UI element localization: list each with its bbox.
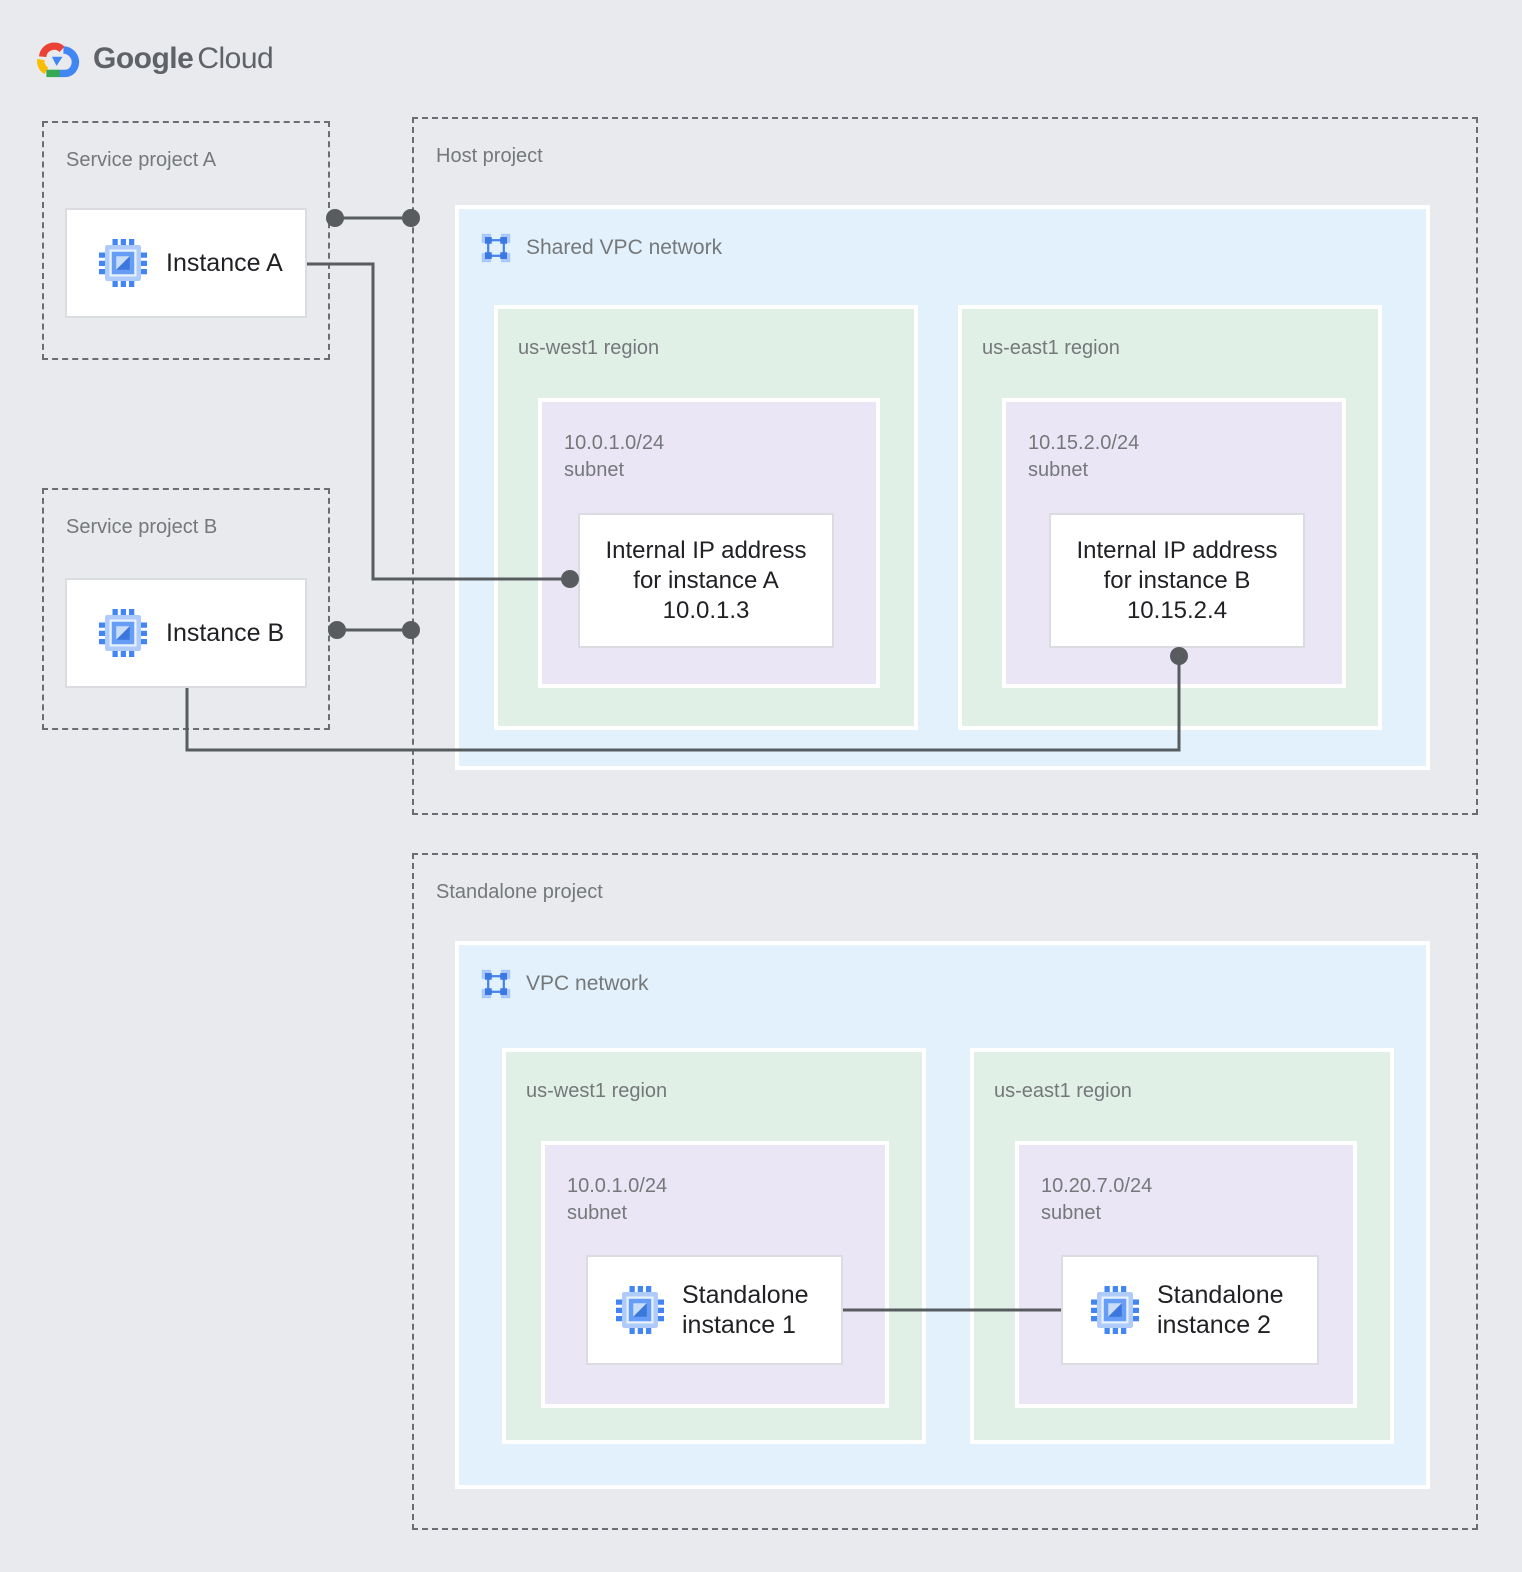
host-us-east1-region-label: us-east1 region <box>982 337 1120 359</box>
instance-b-label: Instance B <box>166 618 285 647</box>
compute-engine-icon <box>616 1286 664 1334</box>
vpc-network-icon <box>479 231 513 265</box>
internal-ip-instance-b-card: Internal IP address for instance B 10.15… <box>1049 513 1305 648</box>
standalone-east-subnet-word: subnet <box>1041 1202 1102 1224</box>
standalone-project-label: Standalone project <box>436 881 603 903</box>
standalone-instance-1-card: Standalone instance 1 <box>586 1255 843 1365</box>
standalone-instance-2-line1: Standalone <box>1157 1281 1284 1309</box>
connector-dot <box>328 621 346 639</box>
instance-a-label: Instance A <box>166 248 283 277</box>
host-west-subnet-label: 10.0.1.0/24 subnet <box>564 430 664 484</box>
host-east-subnet-word: subnet <box>1028 459 1089 481</box>
host-us-east1-region-zone: us-east1 region 10.15.2.0/24 subnet Inte… <box>958 305 1382 730</box>
instance-b-card: Instance B <box>65 578 307 688</box>
standalone-east-subnet-cidr: 10.20.7.0/24 <box>1041 1175 1153 1197</box>
compute-engine-icon <box>1091 1286 1139 1334</box>
standalone-west-subnet-zone: 10.0.1.0/24 subnet Standalone instance 1 <box>541 1141 889 1408</box>
host-east-subnet-zone: 10.15.2.0/24 subnet Internal IP address … <box>1002 398 1346 688</box>
logo-google-word: Google <box>93 42 194 75</box>
ip-a-line2: for instance A <box>633 566 779 594</box>
standalone-instance-2-line2: instance 2 <box>1157 1311 1271 1339</box>
ip-b-line1: Internal IP address <box>1076 536 1278 564</box>
standalone-west-subnet-label: 10.0.1.0/24 subnet <box>567 1173 667 1227</box>
ip-b-line2: for instance B <box>1103 566 1251 594</box>
host-us-west1-region-zone: us-west1 region 10.0.1.0/24 subnet Inter… <box>494 305 918 730</box>
vpc-network-header: VPC network <box>479 967 649 1001</box>
standalone-us-east1-region-zone: us-east1 region 10.20.7.0/24 subnet Stan… <box>970 1048 1394 1444</box>
standalone-us-west1-region-zone: us-west1 region 10.0.1.0/24 subnet Stand… <box>502 1048 926 1444</box>
host-west-subnet-word: subnet <box>564 459 625 481</box>
standalone-west-subnet-cidr: 10.0.1.0/24 <box>567 1175 668 1197</box>
standalone-us-east1-region-label: us-east1 region <box>994 1080 1132 1102</box>
standalone-instance-2-card: Standalone instance 2 <box>1061 1255 1319 1365</box>
standalone-instance-2-label: Standalone instance 2 <box>1157 1280 1284 1340</box>
google-cloud-logo-icon <box>33 40 81 78</box>
shared-vpc-network-zone: Shared VPC network us-west1 region 10.0.… <box>455 205 1430 770</box>
service-project-b-label: Service project B <box>66 516 218 538</box>
host-project-label: Host project <box>436 145 543 167</box>
compute-engine-icon <box>99 239 147 287</box>
ip-a-line1: Internal IP address <box>605 536 807 564</box>
host-east-subnet-cidr: 10.15.2.0/24 <box>1028 432 1140 454</box>
vpc-network-icon <box>479 967 513 1001</box>
host-us-west1-region-label: us-west1 region <box>518 337 660 359</box>
instance-a-card: Instance A <box>65 208 307 318</box>
standalone-instance-1-line1: Standalone <box>682 1281 809 1309</box>
host-east-subnet-label: 10.15.2.0/24 subnet <box>1028 430 1139 484</box>
standalone-us-west1-region-label: us-west1 region <box>526 1080 668 1102</box>
standalone-east-subnet-label: 10.20.7.0/24 subnet <box>1041 1173 1152 1227</box>
logo-cloud-word: Cloud <box>197 42 274 75</box>
standalone-east-subnet-zone: 10.20.7.0/24 subnet Standalone instance … <box>1015 1141 1357 1408</box>
shared-vpc-network-header: Shared VPC network <box>479 231 722 265</box>
service-project-a-box: Service project A <box>42 121 330 360</box>
host-west-subnet-zone: 10.0.1.0/24 subnet Internal IP address f… <box>538 398 880 688</box>
standalone-instance-1-line2: instance 1 <box>682 1311 796 1339</box>
internal-ip-instance-a-card: Internal IP address for instance A 10.0.… <box>578 513 834 648</box>
service-project-a-label: Service project A <box>66 149 217 171</box>
standalone-project-box: Standalone project <box>412 853 1478 1530</box>
vpc-network-label: VPC network <box>526 972 649 995</box>
shared-vpc-network-label: Shared VPC network <box>526 236 723 259</box>
vpc-network-zone: VPC network us-west1 region 10.0.1.0/24 … <box>455 941 1430 1489</box>
ip-b-line3: 10.15.2.4 <box>1126 596 1228 624</box>
host-west-subnet-cidr: 10.0.1.0/24 <box>564 432 665 454</box>
ip-a-line3: 10.0.1.3 <box>662 596 750 624</box>
standalone-instance-1-label: Standalone instance 1 <box>682 1280 809 1340</box>
standalone-west-subnet-word: subnet <box>567 1202 628 1224</box>
compute-engine-icon <box>99 609 147 657</box>
